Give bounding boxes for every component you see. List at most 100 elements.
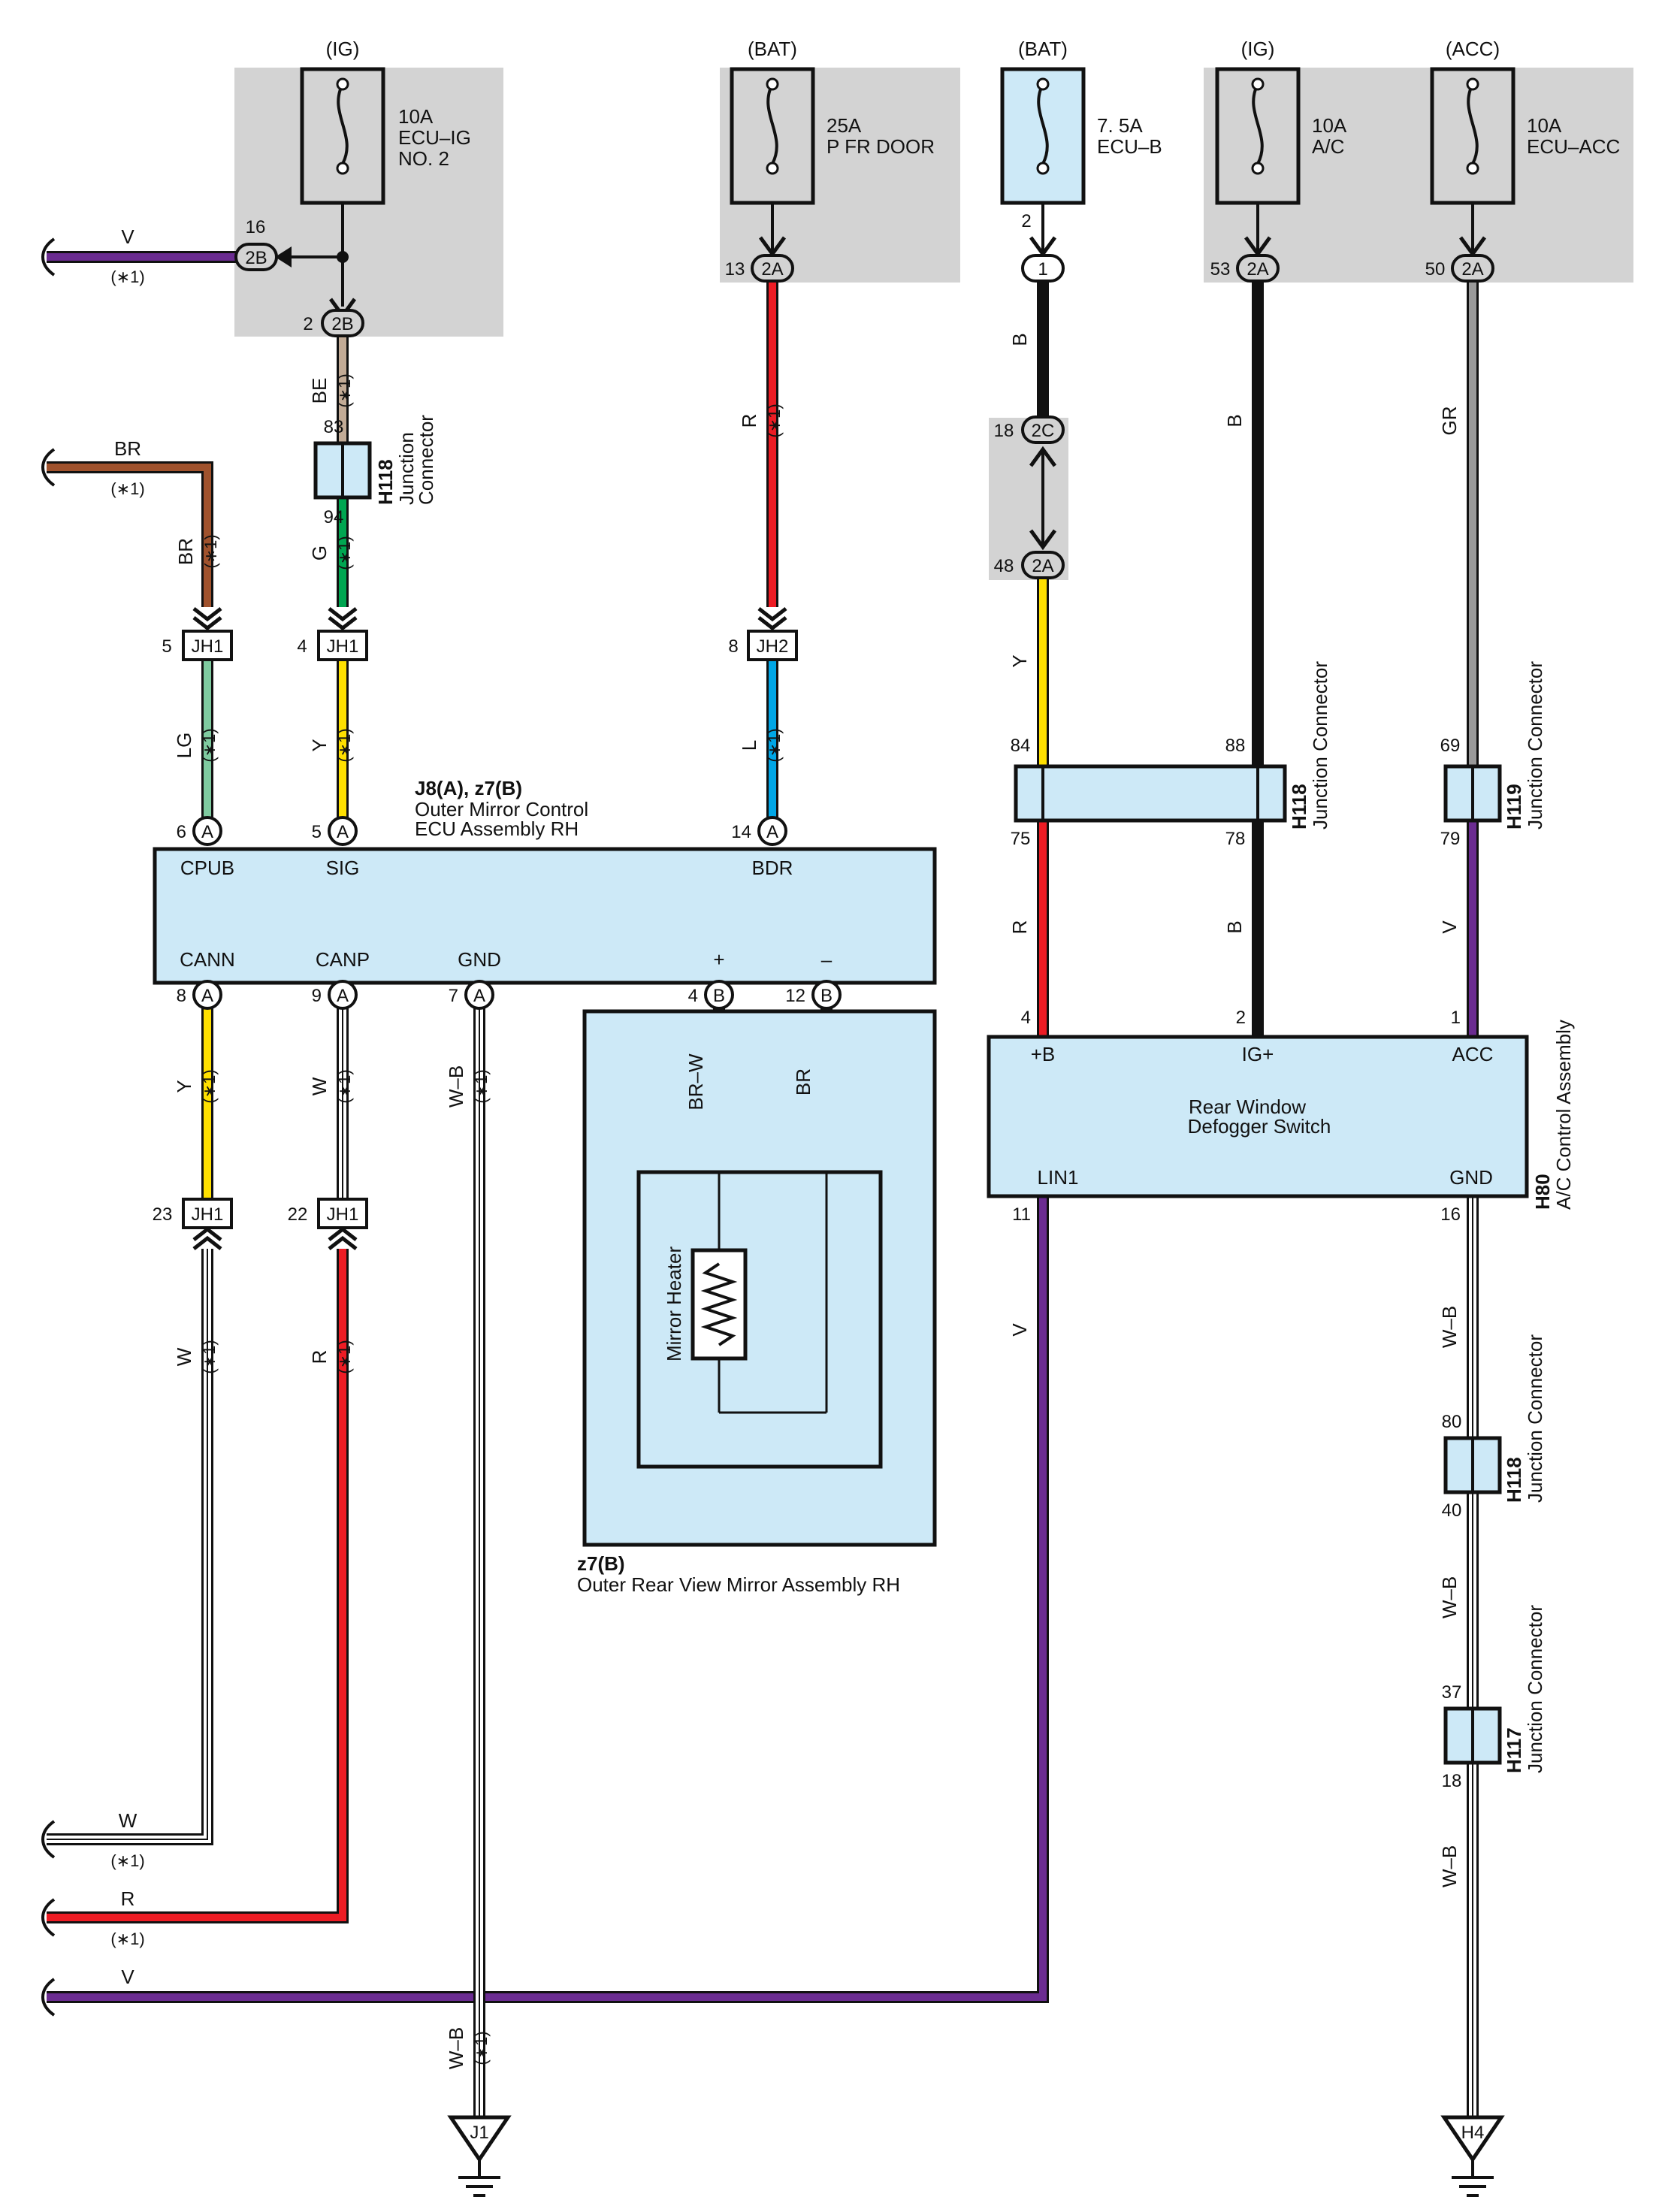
- fuse-block-bat-shade: [720, 68, 960, 283]
- svg-text:5: 5: [162, 636, 171, 657]
- wire-continuation-icon: [41, 1978, 56, 2017]
- defogger-code: H80: [1531, 1174, 1554, 1210]
- wire-color-label: W: [173, 1347, 195, 1366]
- defogger-terminal-ig: IG+2: [1236, 1008, 1274, 1065]
- junction-code: H118: [1288, 784, 1310, 830]
- svg-text:GND: GND: [458, 948, 501, 971]
- svg-text:9: 9: [312, 986, 322, 1006]
- chevron-up-icon: [192, 1226, 222, 1250]
- svg-text:A: A: [201, 986, 213, 1006]
- jh1-pin5: JH1 5: [162, 607, 233, 661]
- svg-text:1: 1: [1451, 1008, 1461, 1028]
- svg-text:2A: 2A: [761, 259, 783, 280]
- fuse-source-label: (IG): [326, 38, 360, 60]
- junction-h119: 69 79 H119 Junction Connector: [1440, 661, 1546, 849]
- svg-text:2C: 2C: [1032, 421, 1055, 441]
- svg-text:2A: 2A: [1247, 259, 1268, 280]
- chevron-up-icon: [328, 1226, 358, 1250]
- svg-text:83: 83: [324, 417, 344, 437]
- defogger-terminal-acc: ACC 1: [1451, 1008, 1494, 1065]
- svg-text:22: 22: [288, 1204, 308, 1225]
- fuse-source-label: (IG): [1241, 38, 1275, 60]
- wire-color-label: B: [1008, 333, 1031, 346]
- svg-text:18: 18: [994, 421, 1014, 441]
- wire-note: (∗1): [335, 536, 354, 570]
- ground-j1: J1: [447, 2115, 512, 2197]
- wire-color-label: W: [119, 1809, 137, 1832]
- svg-text:4: 4: [297, 636, 307, 657]
- wire-color-label: V: [121, 225, 134, 248]
- wire-continuation-icon: [41, 448, 56, 487]
- fuse-name: A/C: [1312, 135, 1344, 158]
- svg-text:CPUB: CPUB: [180, 857, 234, 879]
- defogger-terminal-b: +B4: [1021, 1008, 1056, 1065]
- fuse-icon: [1252, 83, 1264, 165]
- svg-text:2A: 2A: [1461, 259, 1483, 280]
- fuse-name: ECU–B: [1097, 135, 1162, 158]
- svg-text:A: A: [337, 822, 349, 842]
- svg-text:78: 78: [1225, 829, 1246, 849]
- wire-color-label: W: [308, 1077, 331, 1095]
- wire-note: (∗1): [201, 534, 220, 568]
- svg-text:A: A: [337, 986, 349, 1006]
- ecu-terminal-: B12–: [785, 948, 842, 1010]
- wire-color-label: BR: [174, 538, 197, 565]
- svg-text:50: 50: [1425, 259, 1446, 280]
- wire-color-label: R: [121, 1887, 135, 1910]
- svg-text:88: 88: [1225, 736, 1246, 756]
- connector-2a-pin13: 2A 13: [725, 254, 794, 283]
- junction-name-line2: Connector: [415, 415, 437, 505]
- svg-text:37: 37: [1442, 1682, 1462, 1703]
- wire-v-lin: [47, 1196, 1049, 2003]
- wire-color-label: R: [308, 1350, 331, 1364]
- svg-text:23: 23: [153, 1204, 173, 1225]
- ecu-terminal-: B4+: [688, 948, 734, 1010]
- wire-color-label: L: [738, 740, 760, 751]
- defogger-title: Rear Window: [1189, 1095, 1306, 1118]
- junction-name: Junction Connector: [1309, 661, 1331, 830]
- wire-note: (∗1): [110, 1929, 144, 1948]
- wire-color-label: G: [308, 545, 331, 561]
- rear-window-defogger-switch: Rear Window Defogger Switch H80 A/C Cont…: [987, 1020, 1575, 1210]
- wire-color-label: W–B: [1438, 1845, 1461, 1887]
- svg-text:6: 6: [177, 822, 186, 842]
- fuse-icon: [1037, 83, 1049, 165]
- wire-continuation-icon: [41, 237, 56, 276]
- svg-text:SIG: SIG: [326, 857, 360, 879]
- wire-color-label: B: [1223, 414, 1246, 427]
- svg-text:75: 75: [1011, 829, 1031, 849]
- wire-color-label: Y: [1008, 654, 1031, 667]
- svg-text:JH1: JH1: [192, 1204, 224, 1225]
- svg-text:JH1: JH1: [327, 1204, 359, 1225]
- svg-text:B: B: [820, 986, 833, 1006]
- jh1-pin22: JH1 22: [288, 1198, 368, 1250]
- wire-color-label: Y: [308, 739, 331, 751]
- fuse-ecu-acc: (ACC) 10A ECU–ACC: [1430, 38, 1620, 205]
- wire-color-label: LG: [173, 733, 195, 759]
- svg-text:16: 16: [246, 217, 266, 237]
- svg-text:CANN: CANN: [180, 948, 235, 971]
- svg-text:53: 53: [1210, 259, 1231, 280]
- svg-text:A: A: [473, 986, 485, 1006]
- fuse-icon: [1467, 83, 1479, 165]
- mirror-heater-label: Mirror Heater: [663, 1247, 685, 1361]
- wire-color-label: V: [1438, 920, 1461, 934]
- svg-text:13: 13: [725, 259, 745, 280]
- svg-text:2: 2: [1236, 1008, 1246, 1028]
- svg-text:12: 12: [785, 986, 805, 1006]
- chevron-down-icon: [192, 607, 222, 631]
- chevron-down-icon: [328, 607, 358, 631]
- svg-text:2: 2: [1021, 211, 1031, 231]
- mirror-code: z7(B): [577, 1552, 625, 1575]
- chevron-down-icon: [757, 607, 787, 631]
- svg-text:1: 1: [1038, 259, 1047, 280]
- fuse-p-fr-door: (BAT) 25A P FR DOOR: [730, 38, 935, 205]
- svg-text:ACC: ACC: [1452, 1043, 1494, 1065]
- arrow-left-icon: [275, 246, 292, 267]
- fuse-rating: 7. 5A: [1097, 114, 1143, 137]
- svg-text:H4: H4: [1461, 2123, 1485, 2143]
- fuse-block-ig-acc-shade: [1204, 68, 1633, 283]
- jh1-pin23: JH1 23: [153, 1198, 233, 1250]
- svg-text:2B: 2B: [331, 314, 353, 334]
- svg-text:A: A: [201, 822, 213, 842]
